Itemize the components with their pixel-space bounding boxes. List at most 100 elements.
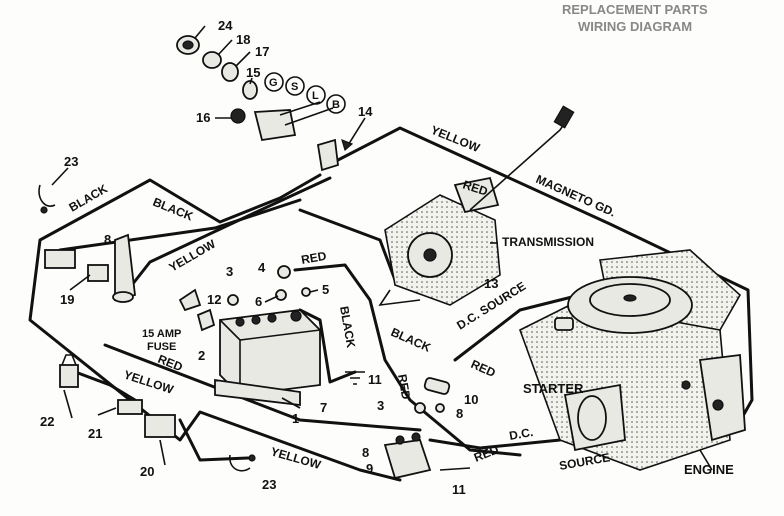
washer-15 (242, 80, 258, 100)
connector-21 (117, 399, 143, 415)
label-red-top: RED (300, 249, 328, 267)
arrow-14 (341, 138, 354, 152)
label-source-lower: SOURCE (558, 450, 611, 473)
callout-20: 20 (140, 464, 154, 479)
callout-8-left: 8 (104, 232, 111, 247)
transmission-assembly (378, 105, 575, 307)
callout-3-lower: 3 (377, 398, 384, 413)
clip-23-bottom (229, 454, 251, 472)
wire-red-solenoid (293, 263, 522, 457)
label-black-left-mid: BLACK (151, 195, 195, 224)
leader-22 (63, 389, 73, 419)
callout-14: 14 (358, 104, 373, 119)
callout-4: 4 (258, 260, 266, 275)
leader-18 (217, 39, 233, 56)
plug-20 (144, 414, 176, 438)
callout-11-bottom: 11 (452, 482, 466, 497)
leader-23a (51, 167, 69, 186)
ignition-switch: G S L B (176, 35, 366, 172)
battery-2 (219, 309, 321, 396)
key-letter-l: L (312, 90, 319, 102)
callout-9: 9 (366, 461, 373, 476)
battery-cap-1 (235, 317, 245, 327)
wire-yellow-bottom (178, 418, 250, 462)
wire-black-outer (28, 173, 402, 482)
air-cleaner-nut (623, 294, 637, 302)
callout-3-top: 3 (226, 264, 233, 279)
callout-1: 1 (292, 411, 299, 426)
leader-21 (97, 407, 117, 416)
fuse-holder (178, 288, 202, 312)
leader-15 (249, 77, 253, 85)
transmission-bracket (453, 176, 500, 214)
callout-18: 18 (236, 32, 250, 47)
leader-6 (264, 295, 279, 303)
callout-7: 7 (320, 400, 327, 415)
transmission-mount (378, 289, 421, 307)
callout-8-lower: 8 (362, 445, 369, 460)
leader-11b (439, 467, 471, 471)
leader-5 (309, 289, 319, 293)
wire-black-inner (58, 198, 302, 252)
solenoid-terminal-a (395, 435, 405, 445)
label-black-center: BLACK (389, 325, 433, 355)
battery-cap-3 (267, 313, 277, 323)
label-red-right: RED (469, 357, 498, 380)
label-fuse-line2: FUSE (147, 341, 176, 353)
clip-23-top-end (40, 206, 48, 214)
label-black-mid: BLACK (337, 305, 358, 349)
fuse-12 (196, 308, 216, 332)
starter-end (577, 395, 607, 441)
wire-harness (28, 126, 754, 482)
leader-engine (699, 449, 713, 471)
callout-2: 2 (198, 348, 205, 363)
battery-cap-2 (251, 315, 261, 325)
nut-3-top (227, 294, 239, 306)
label-yellow-low-left: YELLOW (122, 368, 176, 397)
callout-12: 12 (207, 292, 221, 307)
engine (519, 249, 746, 471)
callout-8-right: 8 (456, 406, 463, 421)
leader-19 (69, 274, 91, 291)
callout-10: 10 (464, 392, 478, 407)
engine-bolt (712, 399, 724, 411)
key-letter-s: S (291, 81, 298, 93)
callout-15: 15 (246, 65, 260, 80)
callout-19: 19 (60, 292, 74, 307)
component-label-layer: TRANSMISSION STARTER ENGINE 15 AMP FUSE (142, 235, 734, 477)
clip-23-bottom-end (248, 454, 256, 462)
seat-switch-connector (44, 249, 76, 269)
label-red-center-vert: RED (395, 373, 413, 401)
shift-knob (553, 105, 575, 129)
label-yellow-bottom: YELLOW (269, 444, 323, 472)
callout-5: 5 (322, 282, 329, 297)
switch-10 (423, 377, 451, 395)
switch-body (253, 109, 297, 142)
key-16 (230, 108, 246, 124)
label-engine: ENGINE (684, 462, 734, 477)
callout-11-mid: 11 (368, 372, 382, 387)
leader-1 (281, 397, 301, 409)
label-red-bottom: RED (472, 442, 501, 465)
solenoid-area (383, 377, 451, 480)
washer-17 (221, 62, 239, 82)
engine-side-cover (698, 353, 746, 442)
bolt-5 (301, 287, 311, 297)
terminal-g-circle (264, 72, 284, 92)
lower-left-components (59, 354, 256, 472)
terminal-4 (277, 265, 291, 279)
nut-8-lower (435, 403, 445, 413)
battery-tray-1 (214, 378, 301, 407)
transmission-hub (423, 248, 437, 262)
label-starter: STARTER (523, 381, 584, 396)
wire-yellow-low (68, 368, 137, 402)
fuel-cap (554, 317, 574, 331)
battery-area (178, 265, 365, 407)
callout-17: 17 (255, 44, 269, 59)
nut-18 (202, 51, 222, 69)
wire-yellow-switch (126, 176, 332, 292)
header-line1: REPLACEMENT PARTS (562, 2, 708, 17)
battery-terminal-pos (290, 310, 302, 322)
nut-3-lower (414, 402, 426, 414)
wire-red-lower (103, 343, 422, 432)
